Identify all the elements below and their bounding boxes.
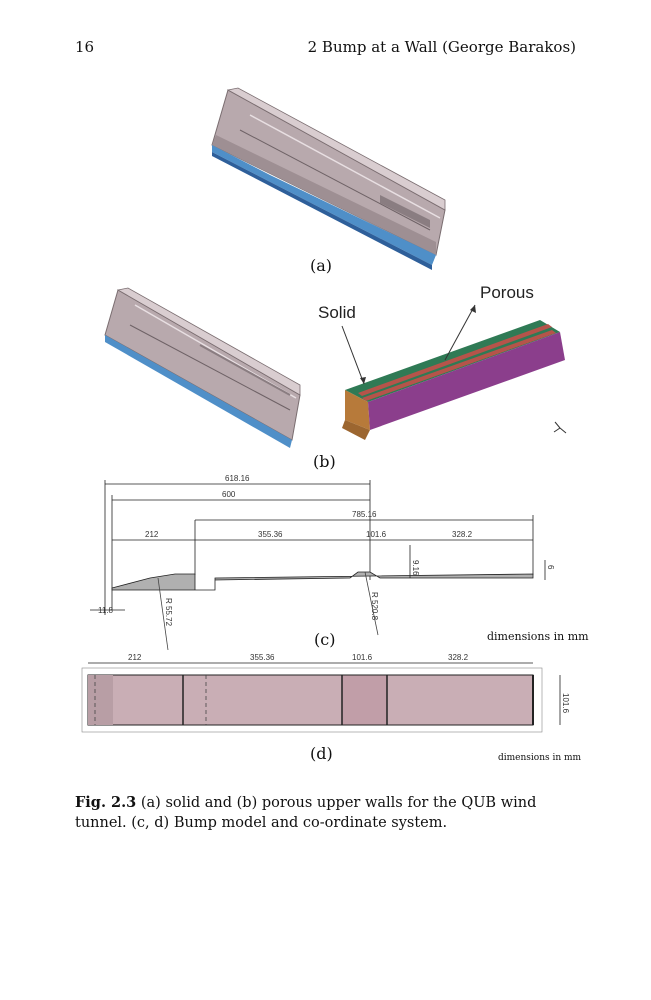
figure-caption: Fig. 2.3 (a) solid and (b) porous upper … xyxy=(75,793,575,833)
panel-a-label: (a) xyxy=(310,256,333,275)
porous-block-render xyxy=(342,320,565,440)
dim-c-bump-height: 9.16 xyxy=(411,560,420,576)
units-label-c: dimensions in mm xyxy=(487,630,589,643)
dim-c-seg2: 355.36 xyxy=(258,530,283,539)
dim-c-thickness: 6 xyxy=(546,565,555,570)
dim-c-seg4: 328.2 xyxy=(452,530,473,539)
panel-c-drawing xyxy=(104,480,534,615)
dim-c-small: 11.8 xyxy=(98,606,114,615)
units-label-d: dimensions in mm xyxy=(498,753,582,763)
annotation-solid: Solid xyxy=(318,303,356,322)
dim-d-seg3: 101.6 xyxy=(352,653,373,662)
panel-b-render xyxy=(104,287,301,448)
axis-triad-icon xyxy=(553,421,567,434)
panel-a-render xyxy=(211,87,446,270)
dim-c-seg3: 101.6 xyxy=(366,530,387,539)
panel-d-drawing xyxy=(81,662,561,733)
panel-d-label: (d) xyxy=(310,744,333,763)
solid-leader-line xyxy=(341,325,365,385)
bump-profile xyxy=(111,571,534,591)
panel-c-label: (c) xyxy=(314,630,336,649)
dim-d-width: 101.6 xyxy=(561,693,570,714)
dim-c-radius-1: R 55.72 xyxy=(164,598,173,627)
dim-c-total-b: 600 xyxy=(222,490,236,499)
dim-d-seg1: 212 xyxy=(128,653,142,662)
radius-leader-2 xyxy=(364,571,379,636)
annotation-porous: Porous xyxy=(480,283,534,302)
page-number: 16 xyxy=(75,38,95,56)
porous-leader-line xyxy=(444,304,476,361)
solid-arrowhead xyxy=(360,377,366,384)
dim-d-seg2: 355.36 xyxy=(250,653,275,662)
porous-arrowhead xyxy=(470,305,476,313)
dim-c-radius-2: R 520.8 xyxy=(370,592,379,621)
dim-c-span: 785.16 xyxy=(352,510,377,519)
caption-text: (a) solid and (b) porous upper walls for… xyxy=(75,795,537,831)
dim-c-total-a: 618.16 xyxy=(225,474,250,483)
caption-label: Fig. 2.3 xyxy=(75,794,137,811)
radius-leader-1 xyxy=(157,577,169,651)
running-head: 2 Bump at a Wall (George Barakos) xyxy=(307,38,576,56)
panel-b-label: (b) xyxy=(313,452,336,471)
dim-d-seg4: 328.2 xyxy=(448,653,469,662)
dim-c-seg1: 212 xyxy=(145,530,159,539)
